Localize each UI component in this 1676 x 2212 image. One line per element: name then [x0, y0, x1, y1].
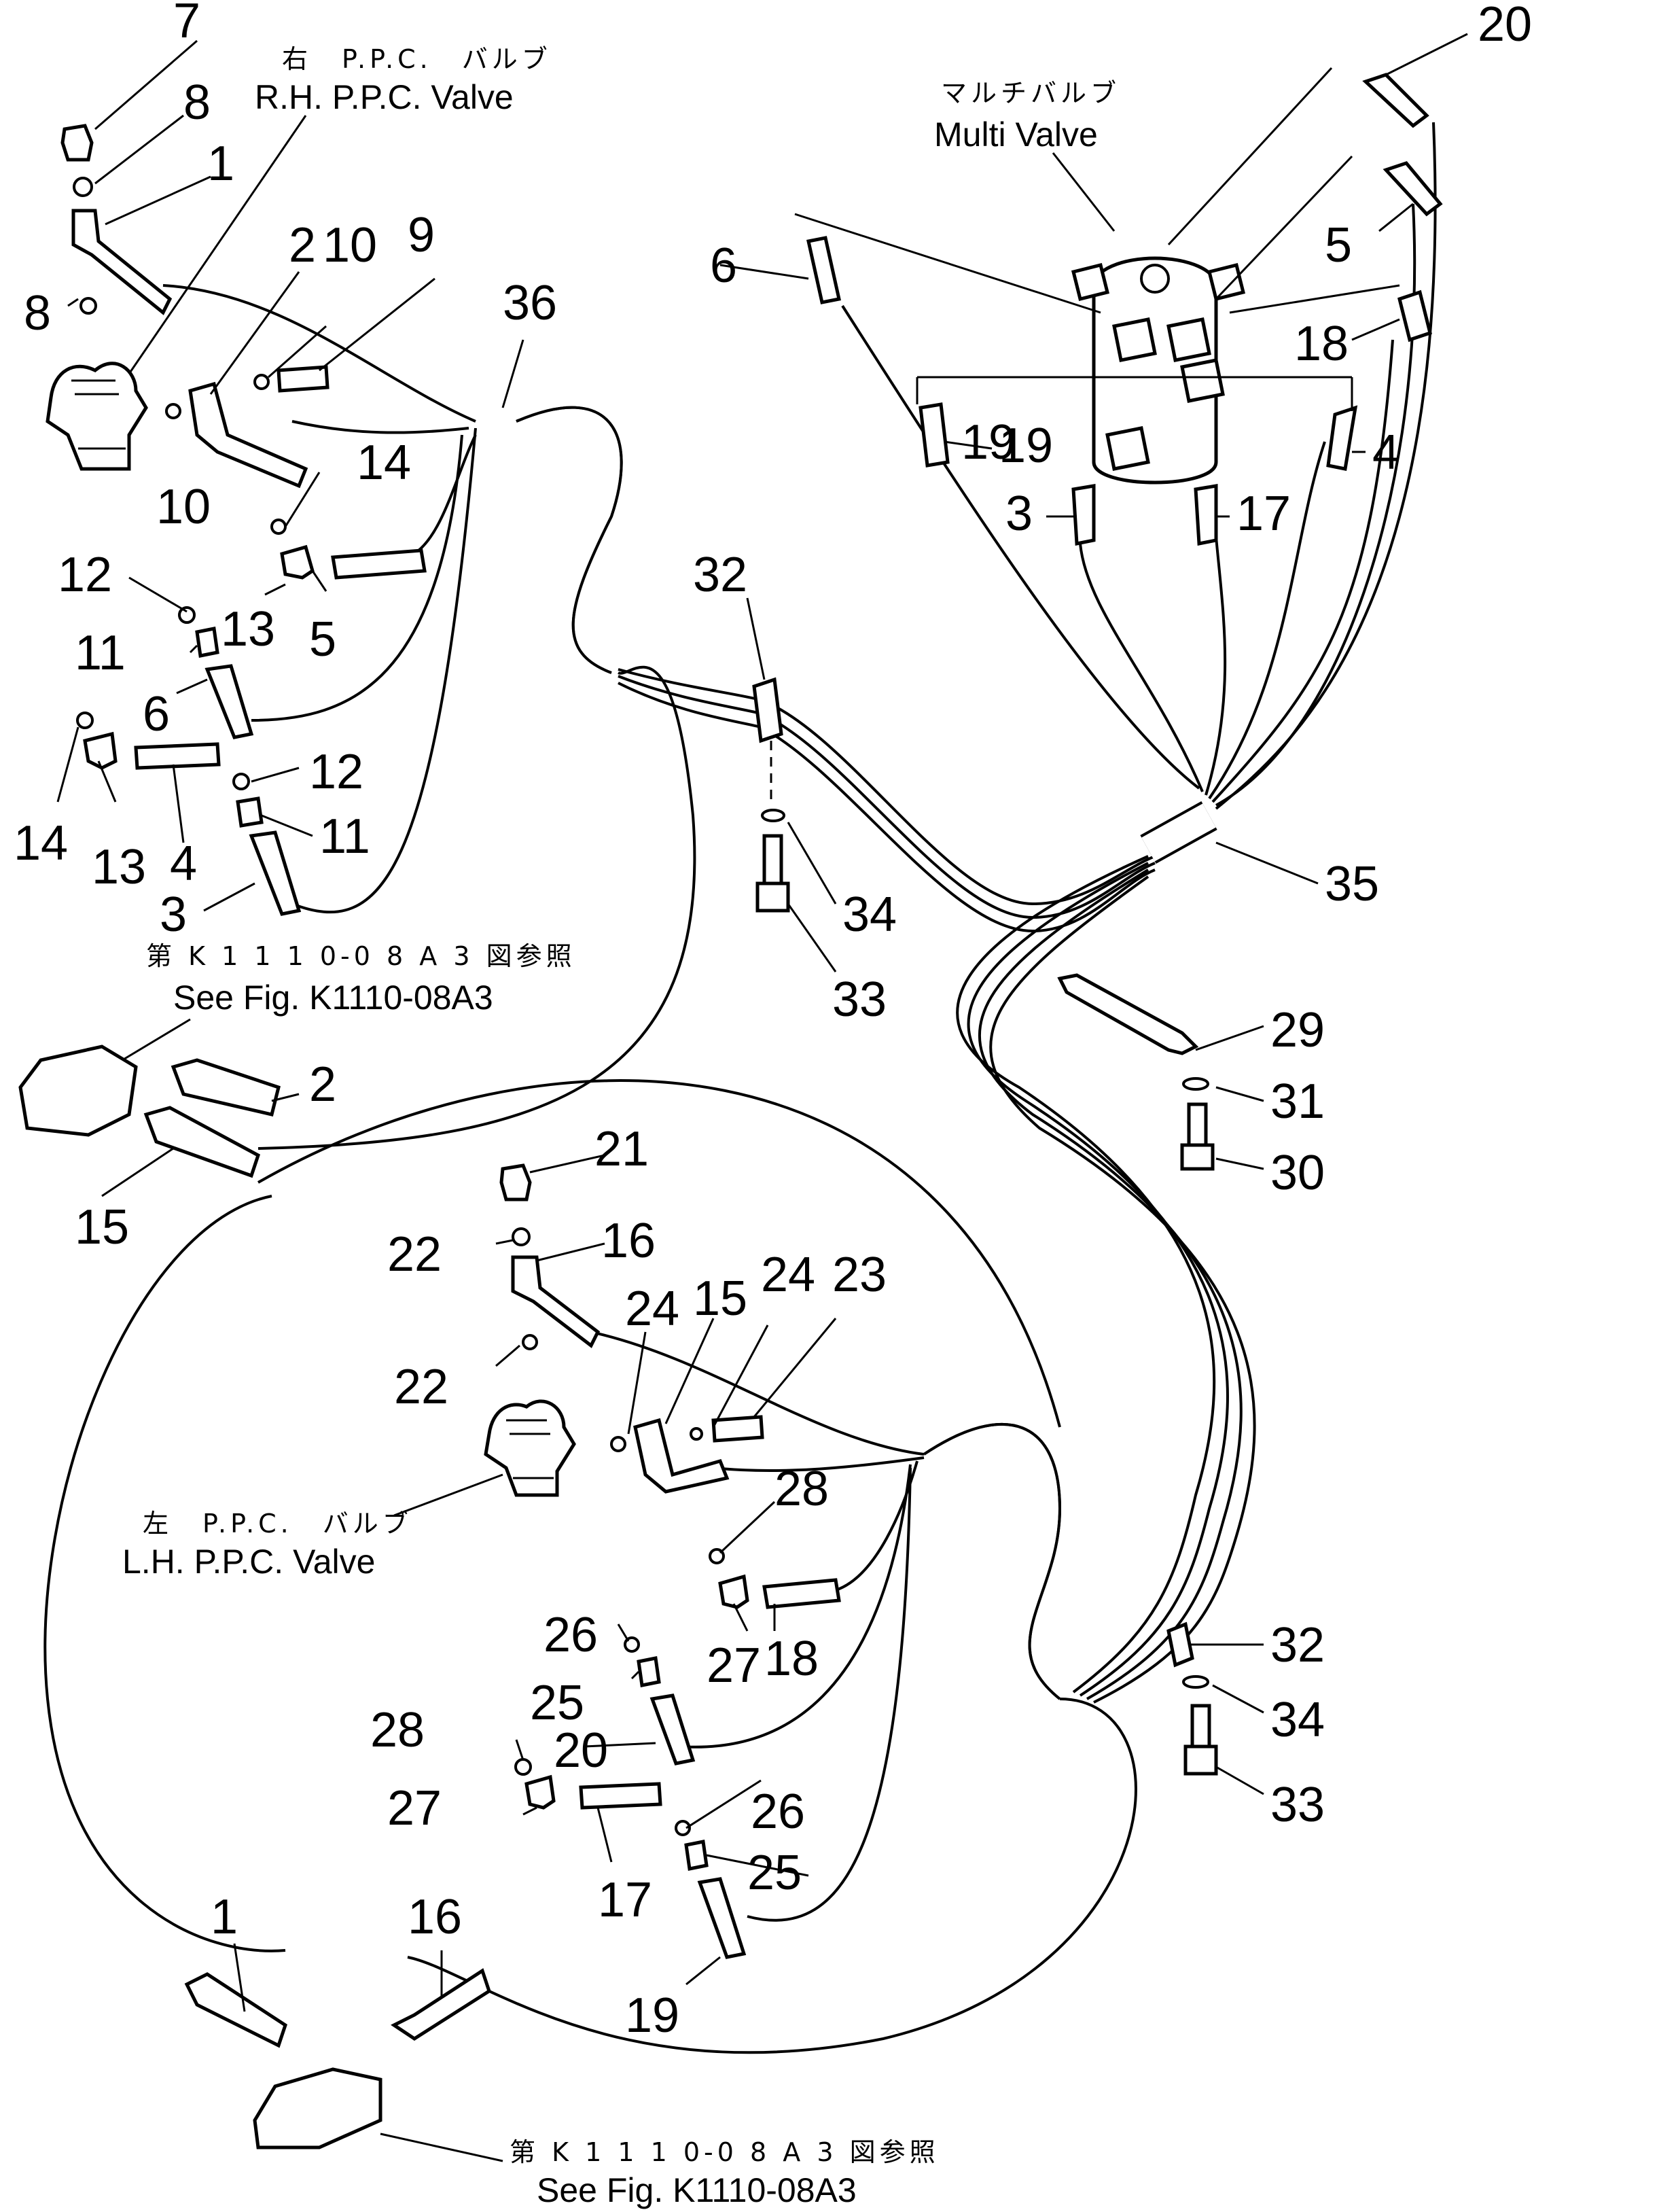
- callout: 25: [530, 1676, 584, 1730]
- multi-valve-fittings: [806, 73, 1443, 546]
- callout: 26: [751, 1785, 805, 1839]
- ref-top-caption-en: See Fig. K1110-08A3: [173, 979, 493, 1017]
- callout: 17: [598, 1873, 652, 1927]
- callout: 1: [207, 137, 234, 191]
- lh-ppc-valve: [484, 1399, 576, 1497]
- callout: 4: [1372, 425, 1399, 480]
- rh-valve-caption-jp: 右 P.P.C. バルブ: [282, 44, 552, 74]
- callout: 8: [24, 286, 51, 340]
- callout: 10: [156, 480, 211, 534]
- multi-valve: [1071, 256, 1246, 485]
- multi-valve-caption-en: Multi Valve: [934, 116, 1098, 154]
- callout: 17: [1236, 487, 1291, 541]
- callout: 12: [58, 548, 112, 602]
- control-valve-top: [18, 1044, 281, 1178]
- callout: 23: [832, 1248, 887, 1302]
- callout: 20: [1478, 0, 1532, 52]
- callout: 28: [370, 1703, 425, 1757]
- callout: 20: [554, 1723, 608, 1778]
- callout: 19: [999, 419, 1053, 473]
- callout: 3: [1005, 487, 1033, 541]
- rh-ppc-valve: [46, 362, 148, 471]
- callout: 11: [319, 809, 370, 864]
- bracket-29: [1057, 973, 1215, 1171]
- control-valve-bottom: [184, 1968, 491, 2149]
- callout: 6: [143, 687, 170, 741]
- callout: 11: [75, 626, 126, 680]
- clamp-32-upper: [752, 677, 790, 913]
- callout-leaders: [56, 33, 1468, 2012]
- callout: 1: [211, 1890, 238, 1944]
- callout: 14: [14, 816, 68, 871]
- callout: 22: [387, 1227, 442, 1282]
- callout: 18: [764, 1632, 819, 1686]
- callout: 28: [774, 1462, 829, 1516]
- callout: 33: [1270, 1778, 1325, 1832]
- callout: 16: [408, 1890, 462, 1944]
- callout: 3: [160, 888, 187, 942]
- callout: 5: [1325, 218, 1352, 273]
- callout: 13: [92, 840, 146, 894]
- callout: 2: [309, 1057, 336, 1112]
- callout: 22: [394, 1360, 448, 1414]
- callout: 34: [842, 888, 897, 942]
- callout: 2: [289, 218, 316, 273]
- callout: 6: [710, 239, 737, 293]
- callout: 24: [625, 1282, 679, 1336]
- callout: 32: [1270, 1618, 1325, 1672]
- callout: 18: [1294, 317, 1349, 371]
- callout: 7: [173, 0, 200, 48]
- lh-valve-fittings: [499, 1163, 841, 1959]
- callout: 19: [961, 415, 1016, 470]
- callout: 25: [747, 1846, 802, 1900]
- callout: 36: [503, 276, 557, 330]
- callout: 10: [323, 218, 377, 273]
- callout: 24: [761, 1248, 815, 1302]
- callout: 27: [707, 1638, 761, 1693]
- callout: 12: [309, 745, 363, 799]
- rh-valve-fittings: [60, 124, 427, 916]
- callout: 27: [387, 1781, 442, 1836]
- callout: 5: [309, 612, 336, 667]
- ref-top-caption-jp: 第 K 1 1 1 0-0 8 A 3 図参照: [146, 941, 576, 971]
- multi-valve-caption-jp: マルチバルブ: [941, 78, 1120, 108]
- callout: 31: [1270, 1074, 1325, 1129]
- callout: 21: [594, 1122, 649, 1176]
- lh-valve-caption-jp: 左 P.P.C. バルブ: [143, 1509, 412, 1539]
- ref-bottom-caption-jp: 第 K 1 1 1 0-0 8 A 3 図参照: [510, 2137, 940, 2167]
- callout: 19: [625, 1988, 679, 2043]
- callout: 13: [221, 602, 275, 656]
- ref-bottom-caption-en: See Fig. K1110-08A3: [537, 2171, 857, 2209]
- lh-valve-caption-en: L.H. P.P.C. Valve: [122, 1543, 375, 1581]
- callout: 16: [601, 1214, 656, 1268]
- callout: 30: [1270, 1146, 1325, 1200]
- callout: 4: [170, 837, 197, 891]
- callout: 14: [357, 436, 411, 490]
- callout: 34: [1270, 1693, 1325, 1747]
- callout: 8: [183, 75, 211, 130]
- callout: 35: [1325, 857, 1379, 911]
- callout: 26: [543, 1608, 598, 1662]
- callout: 33: [832, 972, 887, 1027]
- rh-valve-caption-en: R.H. P.P.C. Valve: [255, 78, 514, 116]
- clamp-32-lower: [1166, 1621, 1218, 1776]
- callout: 29: [1270, 1003, 1325, 1057]
- callout: 15: [693, 1271, 747, 1326]
- callout: 32: [693, 548, 747, 602]
- callout-numbers: 7 8 1 8 2 10 9 36 10 14 12 13 5 11 6 12 …: [14, 0, 1532, 2043]
- callout: 15: [75, 1200, 129, 1254]
- callout: 9: [408, 208, 435, 262]
